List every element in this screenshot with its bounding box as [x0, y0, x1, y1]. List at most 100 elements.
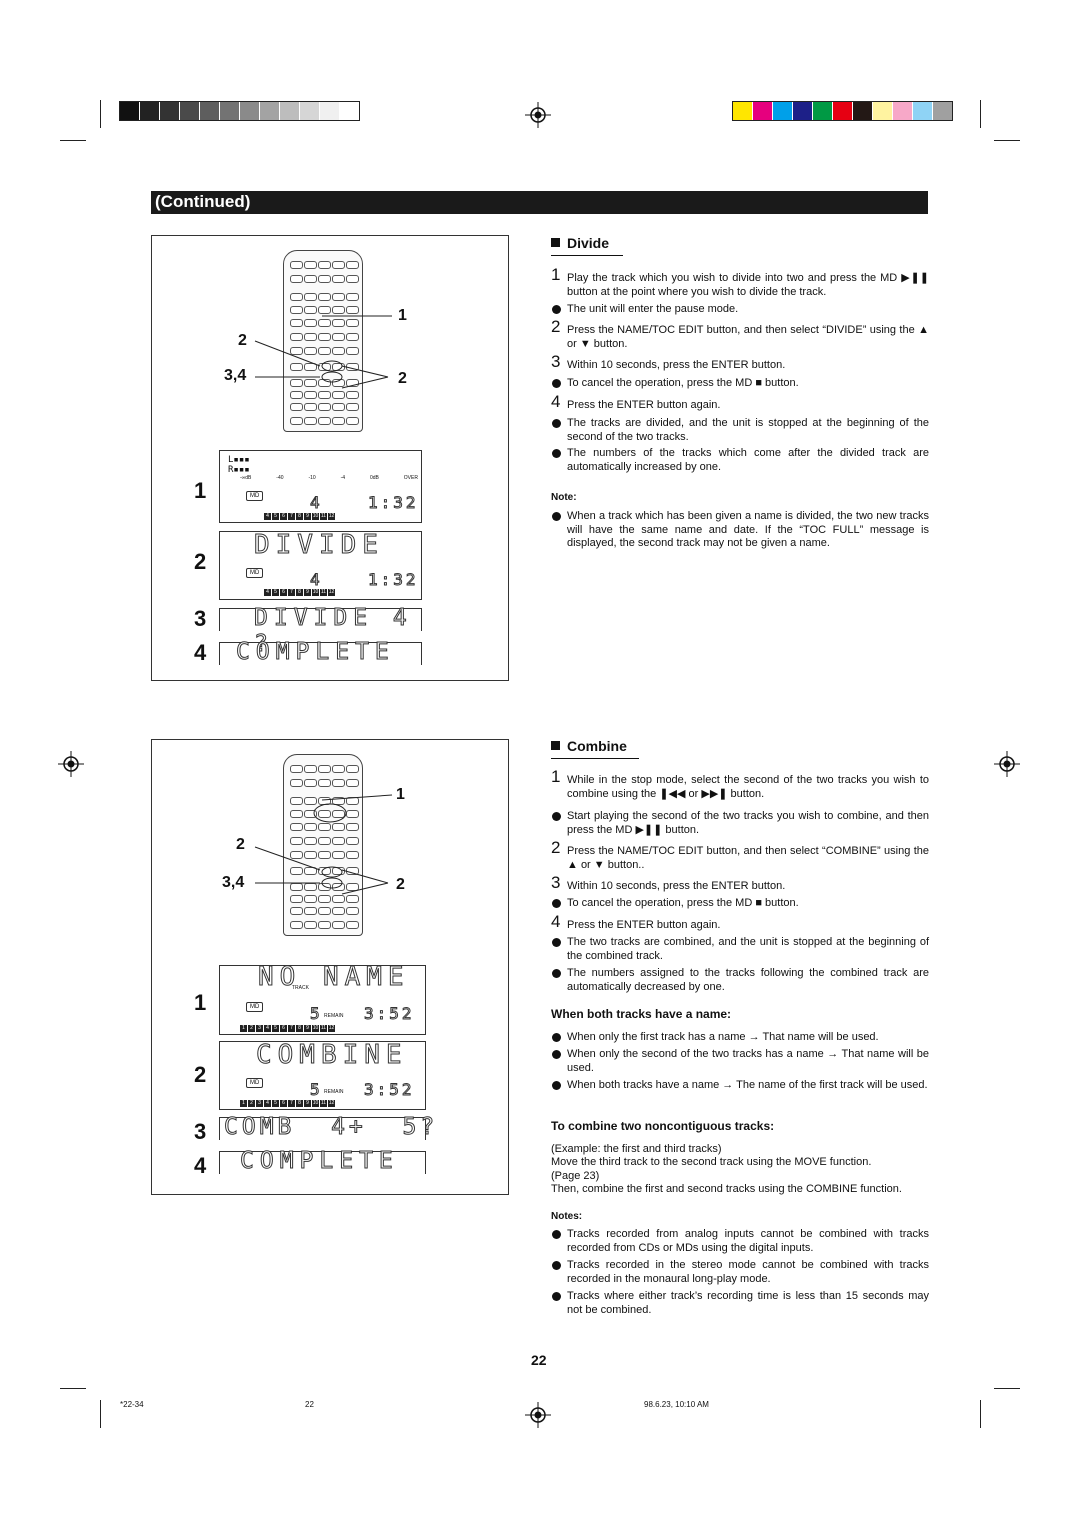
gray-color-bar [119, 101, 360, 121]
lcd-strip-4: COMPLETE [219, 639, 422, 666]
track-cell: 12 [328, 1025, 335, 1032]
remote-button [332, 779, 345, 787]
track-cell: 9 [304, 1100, 311, 1107]
noncontig-line: Then, combine the first and second track… [551, 1183, 902, 1195]
remote-button [332, 319, 345, 327]
remote-button [318, 921, 331, 929]
remote-button [318, 883, 331, 891]
step-number: 2 [194, 549, 207, 574]
remote-button [304, 275, 317, 283]
crop-mark [60, 140, 86, 141]
remote-button [346, 347, 359, 355]
step-number: 4 [551, 912, 561, 931]
track-cell: 8 [296, 1100, 303, 1107]
remain-label: REMAIN [324, 1013, 344, 1019]
step-number: 4 [194, 1153, 207, 1178]
remote-button [290, 306, 303, 314]
track-cell: 4 [264, 1100, 271, 1107]
crop-mark [980, 1400, 981, 1428]
item-text: Within 10 seconds, press the ENTER butto… [567, 880, 786, 892]
bullet-icon [552, 812, 561, 821]
level-scale-label: 0dB [369, 475, 379, 481]
bullet-icon [552, 379, 561, 388]
remote-button [346, 907, 359, 915]
remote-button [318, 779, 331, 787]
remote-control-illustration [283, 250, 363, 432]
bullet-icon [552, 305, 561, 314]
elapsed-time: 1:32 [368, 493, 419, 513]
track-cell: 8 [296, 513, 303, 520]
item-text: Press the NAME/TOC EDIT button, and then… [567, 845, 929, 871]
track-cell: 2 [248, 1100, 255, 1107]
remote-button [332, 895, 345, 903]
remote-button [304, 851, 317, 859]
track-cell: 1 [240, 1025, 247, 1032]
remote-button [304, 921, 317, 929]
remote-button [290, 347, 303, 355]
remote-button [332, 261, 345, 269]
remote-button [318, 851, 331, 859]
item-text: The unit will enter the pause mode. [567, 303, 739, 315]
callout-1: 1 [396, 786, 405, 803]
crop-mark [60, 1388, 86, 1389]
crop-mark [100, 100, 101, 128]
track-cell: 8 [296, 1025, 303, 1032]
item-text: To cancel the operation, press the MD ■ … [567, 897, 799, 909]
remote-button [290, 293, 303, 301]
combine-notes-label: Notes: [551, 1211, 583, 1222]
item-text: While in the stop mode, select the secon… [567, 774, 929, 800]
square-bullet-icon [551, 741, 560, 750]
remaining-time: 3:52 [364, 1004, 415, 1024]
track-cell: 7 [288, 1100, 295, 1107]
item-text: When only the second of the two tracks h… [567, 1048, 929, 1074]
callout-1: 1 [398, 307, 407, 324]
item-text: Play the track which you wish to divide … [567, 272, 929, 298]
item-text: Tracks recorded from analog inputs canno… [567, 1228, 929, 1254]
bullet-icon [552, 1230, 561, 1239]
remote-button [318, 765, 331, 773]
track-cell: 8 [296, 589, 303, 596]
color-swatch [753, 102, 773, 120]
crop-mark [100, 1400, 101, 1428]
divide-section-title: Divide [551, 235, 609, 251]
combine-section-title: Combine [551, 738, 627, 754]
remote-button [332, 347, 345, 355]
track-cell: 10 [312, 589, 319, 596]
callout-2: 2 [238, 332, 247, 349]
track-cell: 11 [320, 1100, 327, 1107]
remote-button [346, 333, 359, 341]
gray-swatch [260, 102, 280, 120]
remote-button [304, 417, 317, 425]
callout-lines [254, 315, 392, 389]
remote-button [304, 837, 317, 845]
remote-button [318, 347, 331, 355]
track-cell: 11 [320, 513, 327, 520]
track-cell: 5 [272, 589, 279, 596]
footer-code: *22-34 [120, 1400, 144, 1409]
track-cell: 12 [328, 1100, 335, 1107]
track-cell: 6 [280, 513, 287, 520]
md-indicator: MD [246, 491, 264, 501]
remote-button [346, 391, 359, 399]
bullet-icon [552, 449, 561, 458]
remote-button [290, 907, 303, 915]
lcd-message: DIVIDE 4 ? [254, 605, 413, 658]
remote-button [346, 275, 359, 283]
track-cell: 7 [288, 589, 295, 596]
lcd-message: COMPLETE [240, 1148, 399, 1175]
noncontig-line: (Example: the first and third tracks) [551, 1143, 722, 1155]
bullet-icon [552, 1050, 561, 1059]
track-cell: 6 [280, 1025, 287, 1032]
remaining-time: 3:52 [364, 1080, 415, 1100]
page-number: 22 [531, 1352, 547, 1368]
step-number: 3 [551, 352, 561, 371]
both-named-heading: When both tracks have a name: [551, 1007, 732, 1021]
color-swatch [913, 102, 933, 120]
gray-swatch [280, 102, 300, 120]
remote-button [318, 837, 331, 845]
gray-swatch [120, 102, 140, 120]
callout-lines [254, 794, 393, 895]
gray-swatch [180, 102, 200, 120]
